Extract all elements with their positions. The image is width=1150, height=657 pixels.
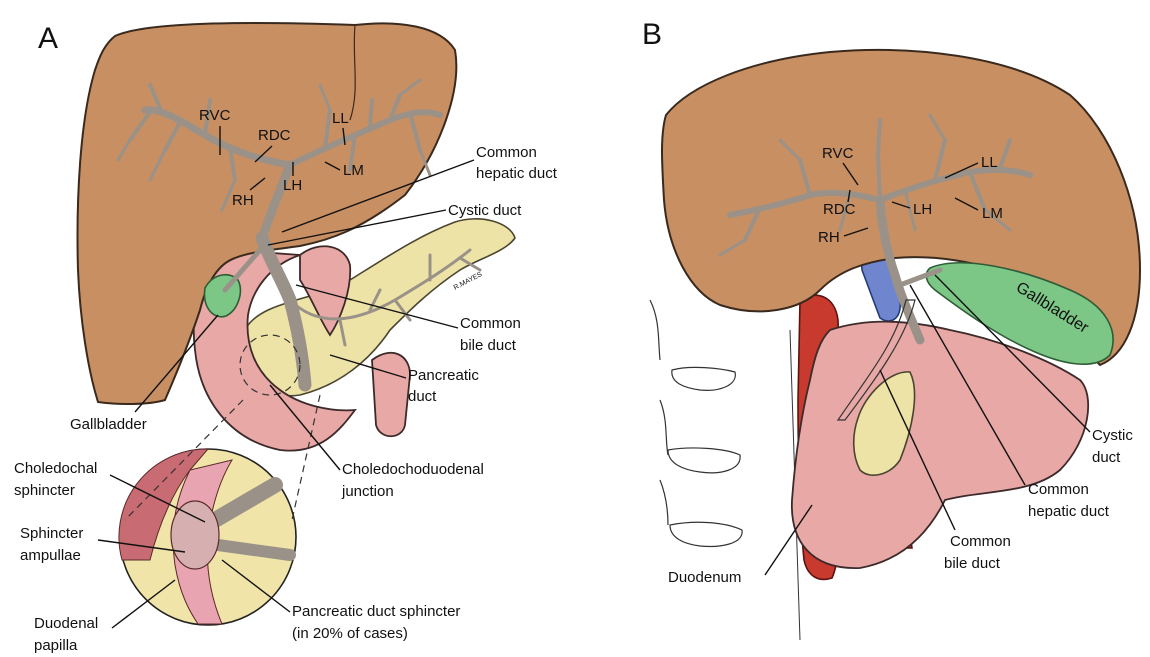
label-choledochal-sphincter-1: Choledochal xyxy=(14,460,97,477)
label-common-bile-duct-b-1: Common xyxy=(950,533,1011,550)
panel-a-label: A xyxy=(38,22,58,55)
label-duodenal-papilla-2: papilla xyxy=(34,637,78,654)
label-pancreatic-duct-a-2: duct xyxy=(408,388,437,405)
label-b-rvc: RVC xyxy=(822,145,854,162)
label-b-lh: LH xyxy=(913,201,932,218)
label-common-hepatic-duct-a-2: hepatic duct xyxy=(476,165,558,182)
label-b-rdc: RDC xyxy=(823,201,856,218)
label-common-hepatic-duct-a-1: Common xyxy=(476,144,537,161)
skeleton-outline xyxy=(650,300,800,640)
panel-b: B xyxy=(642,18,1140,640)
duodenum-b xyxy=(792,322,1088,568)
label-a-lm: LM xyxy=(343,162,364,179)
sphincter-detail-inset xyxy=(119,449,296,625)
label-b-rh: RH xyxy=(818,229,840,246)
label-cystic-duct-a: Cystic duct xyxy=(448,202,522,219)
label-common-bile-duct-b-2: bile duct xyxy=(944,555,1001,572)
label-common-bile-duct-a-1: Common xyxy=(460,315,521,332)
label-common-bile-duct-a-2: bile duct xyxy=(460,337,517,354)
label-common-hepatic-duct-b-1: Common xyxy=(1028,481,1089,498)
artist-signature: R.MAYES xyxy=(453,271,484,292)
label-a-rdc: RDC xyxy=(258,127,291,144)
label-duodenal-papilla-1: Duodenal xyxy=(34,615,98,632)
label-cystic-duct-b-2: duct xyxy=(1092,449,1121,466)
label-duodenum-b: Duodenum xyxy=(668,569,741,586)
label-b-lm: LM xyxy=(982,205,1003,222)
label-a-rh: RH xyxy=(232,192,254,209)
panel-b-label: B xyxy=(642,18,662,51)
label-a-ll: LL xyxy=(332,110,349,127)
label-b-ll: LL xyxy=(981,154,998,171)
label-pancreatic-duct-a-1: Pancreatic xyxy=(408,367,479,384)
label-sphincter-ampullae-2: ampullae xyxy=(20,547,81,564)
label-a-rvc: RVC xyxy=(199,107,231,124)
jejunum-a xyxy=(372,353,410,436)
label-choledochoduodenal-1: Choledochoduodenal xyxy=(342,461,484,478)
panel-a: A xyxy=(14,22,558,654)
label-sphincter-ampullae-1: Sphincter xyxy=(20,525,83,542)
label-gallbladder-a: Gallbladder xyxy=(70,416,147,433)
label-choledochal-sphincter-2: sphincter xyxy=(14,482,75,499)
label-pancreatic-duct-sphincter-2: (in 20% of cases) xyxy=(292,625,408,642)
label-common-hepatic-duct-b-2: hepatic duct xyxy=(1028,503,1110,520)
label-choledochoduodenal-2: junction xyxy=(341,483,394,500)
label-pancreatic-duct-sphincter-1: Pancreatic duct sphincter xyxy=(292,603,460,620)
label-cystic-duct-b-1: Cystic xyxy=(1092,427,1133,444)
label-a-lh: LH xyxy=(283,177,302,194)
